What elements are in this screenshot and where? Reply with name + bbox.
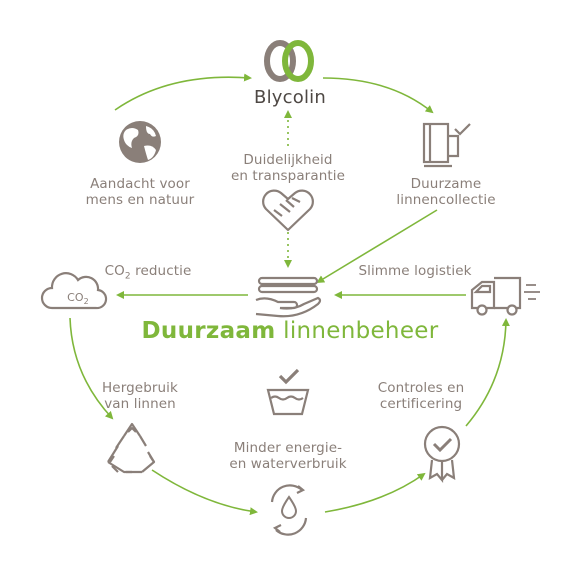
arrow-co2-to-recycle (69, 317, 114, 420)
arrow-globe-to-logo (114, 73, 252, 111)
co2-cloud-text: CO (67, 291, 84, 304)
wash-check-icon (266, 368, 310, 416)
label-controles-line1: Controles en (377, 380, 465, 396)
linen-stack-hand-icon (255, 276, 322, 318)
arrow-recycle-to-water (151, 469, 258, 516)
arrow-certificate-to-truck (465, 318, 510, 427)
label-duidelijkheid: Duidelijkheid en transparantie (218, 152, 358, 184)
co2-cloud-label: CO2 (58, 290, 98, 310)
label-aandacht-line2: mens en natuur (85, 192, 195, 208)
recycle-icon (107, 422, 156, 474)
arrow-logo-to-linen (322, 77, 434, 114)
label-hergebruik: Hergebruik van linnen (80, 380, 200, 412)
label-slimme: Slimme logistiek (345, 263, 485, 279)
globe-icon (119, 121, 161, 163)
label-aandacht-line1: Aandacht voor (90, 176, 190, 192)
co2-reductie-tail: reductie (130, 263, 192, 279)
certificate-icon (423, 425, 461, 484)
label-slimme-line1: Slimme logistiek (358, 263, 472, 279)
truck-icon (470, 276, 540, 316)
label-duidelijkheid-line1: Duidelijkheid (243, 152, 333, 168)
title-bold: Duurzaam (141, 318, 276, 344)
co2-subscript: 2 (124, 271, 131, 282)
label-duurzame-line1: Duurzame (410, 176, 482, 192)
linen-check-icon (422, 122, 471, 168)
label-aandacht: Aandacht voor mens en natuur (70, 176, 210, 208)
co2-text: CO (104, 263, 125, 279)
arrow-linen-to-center (316, 209, 438, 284)
label-minder-line1: Minder energie- (233, 440, 343, 456)
label-duidelijkheid-line2: en transparantie (230, 168, 346, 184)
arrow-water-to-certificate (324, 472, 426, 513)
water-cycle-icon (270, 484, 308, 536)
label-controles: Controles en certificering (356, 380, 486, 412)
co2-cloud-icon (40, 272, 108, 310)
label-duurzame: Duurzame linnencollectie (376, 176, 516, 208)
co2-cloud-subscript: 2 (83, 297, 89, 307)
label-hergebruik-line2: van linnen (104, 396, 176, 412)
title-rest: linnenbeheer (283, 318, 439, 344)
label-controles-line2: certificering (379, 396, 463, 412)
blycolin-logo-icon (264, 40, 314, 82)
label-co2-reductie: CO2 reductie (88, 263, 208, 285)
main-title: Duurzaam linnenbeheer (90, 318, 490, 344)
label-minder: Minder energie- en waterverbruik (218, 440, 358, 472)
label-minder-line2: en waterverbruik (229, 456, 347, 472)
brand-name: Blycolin (254, 87, 326, 108)
label-duurzame-line2: linnencollectie (396, 192, 496, 208)
handshake-heart-icon (262, 189, 314, 232)
label-hergebruik-line1: Hergebruik (102, 380, 178, 396)
